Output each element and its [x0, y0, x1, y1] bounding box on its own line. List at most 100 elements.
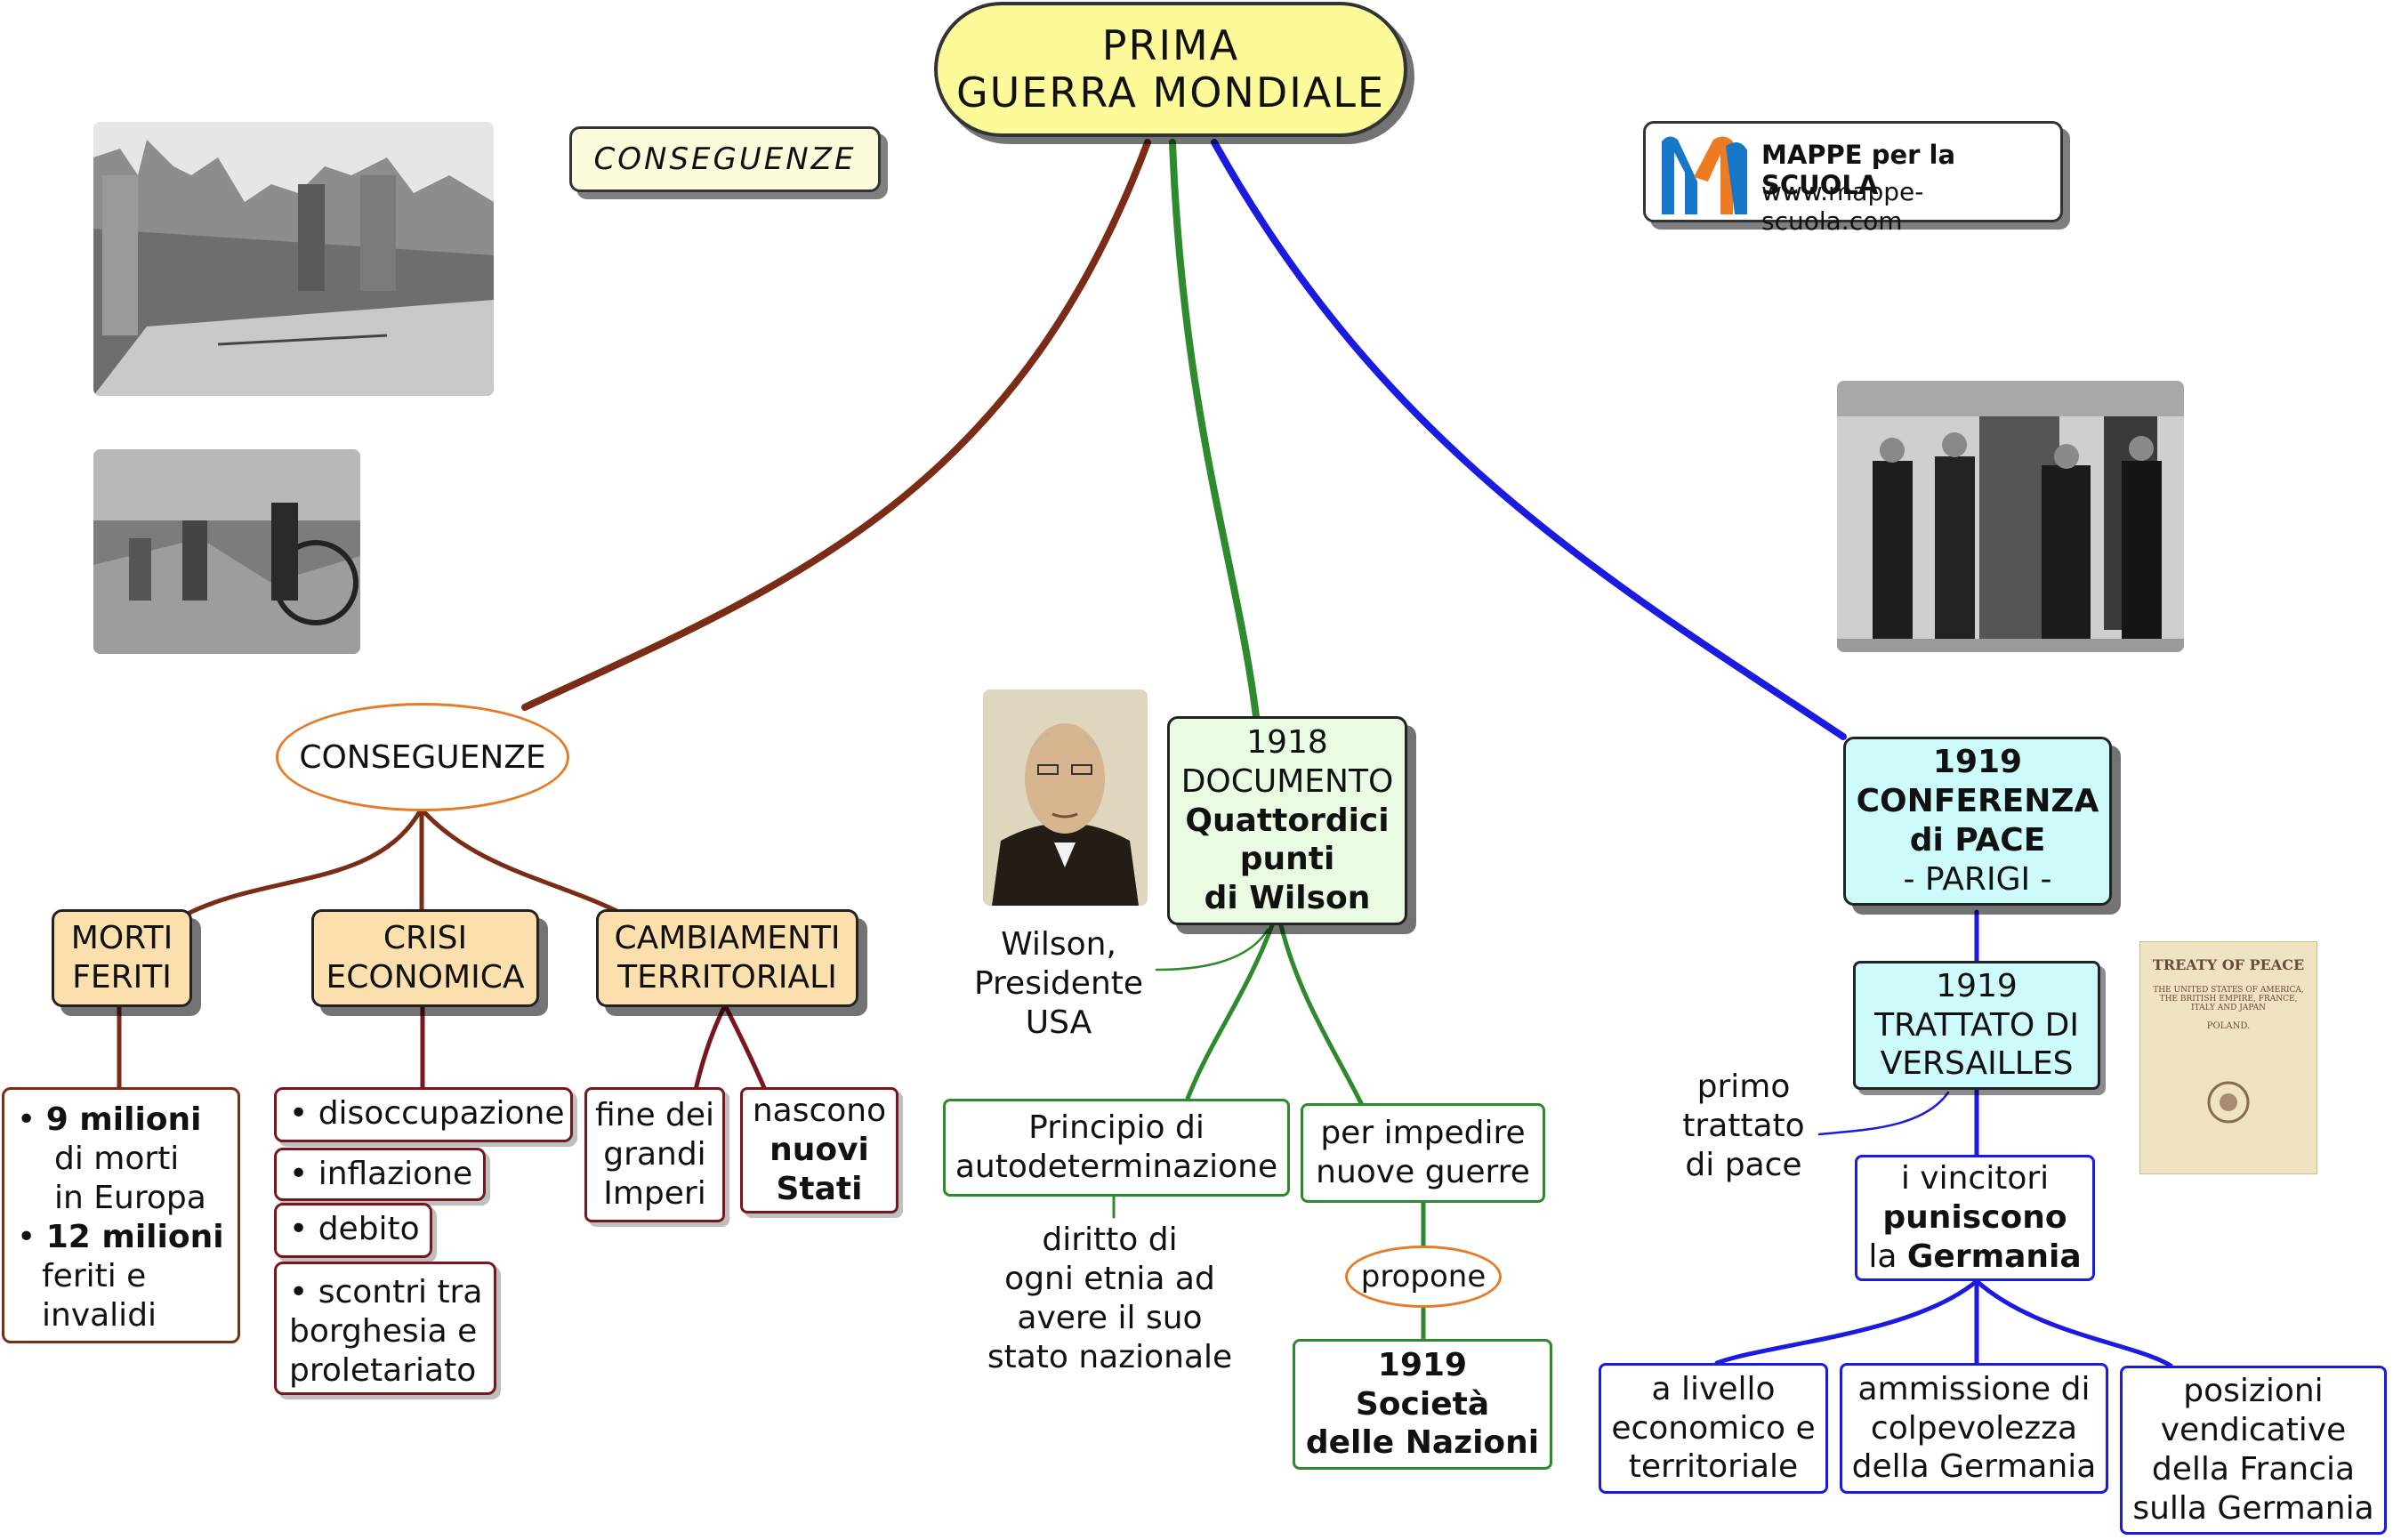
posizioni-node: posizioni vendicative della Francia sull…	[2120, 1366, 2387, 1535]
morti-details: • 9 milioni di morti in Europa • 12 mili…	[2, 1087, 240, 1343]
diritto-line-3: avere il suo	[1017, 1299, 1203, 1336]
logo-url: www.mappe-scuola.com	[1761, 177, 1924, 236]
doc-line-2: DOCUMENTO	[1180, 762, 1394, 800]
vincitori-line-2: puniscono	[1882, 1199, 2067, 1237]
diritto-line-2: ogni etnia ad	[1004, 1260, 1215, 1297]
branch-conseguenze	[521, 139, 1151, 711]
stati-line-1: nascono	[752, 1093, 887, 1130]
conseguenze-hub-label: CONSEGUENZE	[299, 738, 546, 776]
doc-line-5: di Wilson	[1204, 880, 1371, 917]
autodeterminazione-node: Principio di autodeterminazione	[943, 1099, 1290, 1197]
vincitori-node: i vincitori puniscono la Germania	[1855, 1155, 2095, 1281]
conseguenze-tag: CONSEGUENZE	[569, 126, 881, 192]
imperi-line-1: fine dei	[594, 1097, 715, 1134]
morti-line-1: MORTI	[70, 920, 173, 957]
treaty-doc-line5: POLAND.	[2206, 1021, 2251, 1031]
conseguenze-tag-label: CONSEGUENZE	[593, 141, 857, 177]
treaty-doc-title: TREATY OF PEACE	[2152, 956, 2305, 973]
scontri-line-3: proletariato	[289, 1351, 477, 1389]
impedire-guerre-node: per impedire nuove guerre	[1301, 1103, 1545, 1203]
wilson-caption-line-1: Wilson,	[1001, 926, 1116, 963]
posizioni-line-1: posizioni	[2183, 1373, 2324, 1410]
morti-bullet-1-line-a: di morti	[54, 1140, 180, 1177]
treaty-doc-line2: THE UNITED STATES OF AMERICA,	[2153, 986, 2304, 995]
propone-node: propone	[1345, 1246, 1502, 1308]
posizioni-line-2: vendicative	[2160, 1412, 2347, 1449]
livello-line-2: economico e	[1611, 1409, 1816, 1447]
primo-trattato-caption: primo trattato di pace	[1655, 1068, 1833, 1185]
conseguenze-hub: CONSEGUENZE	[276, 703, 569, 811]
category-morti-feriti: MORTI FERITI	[52, 909, 192, 1007]
primo-line-1: primo	[1696, 1068, 1791, 1105]
conf-line-3: di PACE	[1909, 822, 2046, 859]
diritto-line-1: diritto di	[1042, 1222, 1178, 1258]
stati-line-2: nuovi	[769, 1132, 869, 1169]
big-four-photo	[1837, 381, 2184, 652]
societa-line-3: delle Nazioni	[1305, 1424, 1540, 1462]
trattato-line-1: 1919	[1936, 967, 2018, 1004]
diritto-caption: diritto di ogni etnia ad avere il suo st…	[952, 1221, 1268, 1377]
wilson-caption-line-2: Presidente	[973, 964, 1144, 1002]
propone-label: propone	[1360, 1259, 1487, 1294]
category-crisi-economica: CRISI ECONOMICA	[311, 909, 539, 1007]
trattato-line-3: VERSAILLES	[1880, 1045, 2074, 1083]
crisi-item-label: disoccupazione	[318, 1095, 565, 1132]
livello-line-3: territoriale	[1628, 1448, 1799, 1486]
morti-bullet-2-line-b: invalidi	[42, 1296, 157, 1334]
primo-line-3: di pace	[1685, 1146, 1802, 1183]
nuovi-stati-node: nascono nuovi Stati	[740, 1087, 898, 1213]
scontri-line-2: borghesia e	[289, 1312, 478, 1350]
branch-wilson	[1169, 139, 1260, 720]
morti-bullet-2-line-a: feriti e	[42, 1257, 147, 1294]
treaty-seal-icon	[2207, 1081, 2250, 1124]
crisi-item-disoccupazione: • disoccupazione	[274, 1087, 573, 1142]
branch-conferenza	[1211, 139, 1847, 740]
doc-line-3: Quattordici	[1185, 802, 1390, 839]
crisi-line-2: ECONOMICA	[326, 959, 525, 996]
ammissione-line-2: colpevolezza	[1870, 1409, 2078, 1447]
logo-name: MAPPE per la SCUOLA	[1761, 140, 1956, 200]
treaty-document: TREATY OF PEACE THE UNITED STATES OF AME…	[2139, 941, 2317, 1174]
diritto-line-4: stato nazionale	[987, 1338, 1233, 1375]
title-line-2: GUERRA MONDIALE	[956, 69, 1385, 117]
treaty-doc-line4: ITALY AND JAPAN	[2191, 1004, 2266, 1012]
imperi-line-2: grandi	[603, 1136, 706, 1173]
category-cambiamenti-territoriali: CAMBIAMENTI TERRITORIALI	[596, 909, 858, 1007]
fine-imperi-node: fine dei grandi Imperi	[584, 1087, 725, 1222]
morti-bullet-1: • 9 milioni	[17, 1101, 202, 1138]
imperi-line-3: Imperi	[603, 1174, 706, 1212]
wilson-caption-line-3: USA	[1025, 1004, 1092, 1041]
societa-line-1: 1919	[1377, 1346, 1468, 1383]
vincitori-line-1: i vincitori	[1900, 1160, 2050, 1197]
treaty-doc-line3: THE BRITISH EMPIRE, FRANCE,	[2159, 995, 2298, 1004]
quattordici-punti-node: 1918 DOCUMENTO Quattordici punti di Wils…	[1167, 716, 1407, 925]
cambi-line-1: CAMBIAMENTI	[614, 920, 841, 957]
ammissione-line-3: della Germania	[1851, 1448, 2097, 1486]
vincitori-line-3: la Germania	[1868, 1238, 2082, 1275]
morti-line-2: FERITI	[72, 959, 172, 996]
crisi-item-label: debito	[318, 1211, 420, 1247]
ruins-photo	[93, 122, 494, 396]
wilson-caption: Wilson, Presidente USA	[961, 925, 1156, 1043]
scontri-line-1: • scontri tra	[289, 1274, 483, 1310]
trattato-versailles-node: 1919 TRATTATO DI VERSAILLES	[1853, 961, 2100, 1090]
stati-line-3: Stati	[776, 1170, 863, 1207]
impedire-line-1: per impedire	[1320, 1115, 1526, 1152]
morti-bullet-1-line-b: in Europa	[54, 1179, 206, 1216]
trattato-line-2: TRATTATO DI	[1874, 1006, 2079, 1044]
title-line-1: PRIMA	[1101, 21, 1240, 70]
doc-line-4: punti	[1239, 841, 1335, 878]
livello-node: a livello economico e territoriale	[1599, 1363, 1828, 1494]
cambi-line-2: TERRITORIALI	[617, 959, 837, 996]
principio-line-2: autodeterminazione	[955, 1149, 1278, 1185]
crisi-item-inflazione: • inflazione	[274, 1148, 486, 1201]
morti-bullet-2: • 12 milioni	[17, 1218, 224, 1255]
impedire-line-2: nuove guerre	[1316, 1154, 1530, 1190]
wilson-portrait	[983, 689, 1148, 906]
logo: MAPPE per la SCUOLA www.mappe-scuola.com	[1643, 121, 2063, 236]
societa-line-2: Società	[1355, 1385, 1490, 1423]
crisi-line-1: CRISI	[383, 920, 468, 957]
conferenza-pace-node: 1919 CONFERENZA di PACE - PARIGI -	[1843, 737, 2112, 906]
crisi-item-debito: • debito	[274, 1203, 432, 1258]
